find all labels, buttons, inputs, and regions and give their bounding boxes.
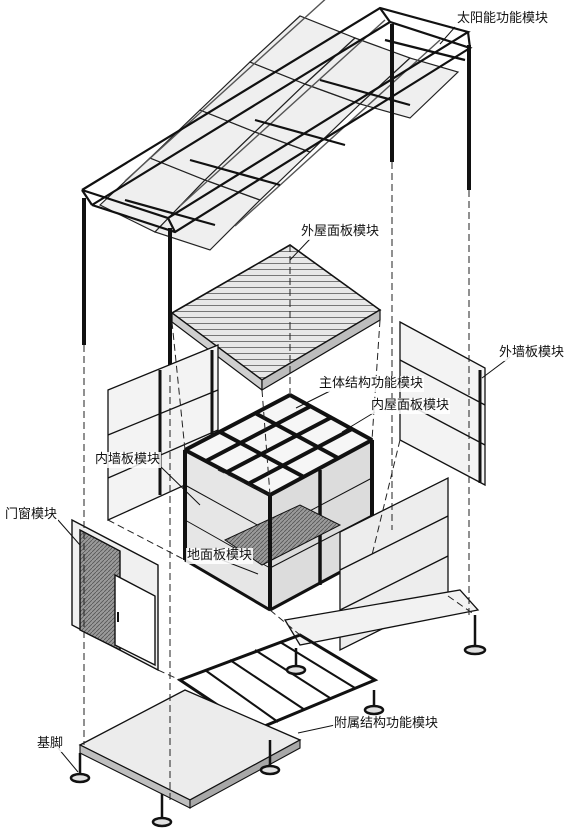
solar-panels	[98, 15, 460, 251]
label-outer-wall-module: 外墙板模块	[498, 345, 566, 361]
label-inner-wall-module: 内墙板模块	[94, 452, 162, 468]
label-floor-panel-module: 地面板模块	[186, 548, 254, 564]
label-outer-roof-module: 外屋面板模块	[300, 224, 381, 240]
solar-function-module	[81, 0, 473, 375]
alignment-dashed-lines	[83, 162, 476, 800]
label-auxiliary-structure-module: 附属结构功能模块	[333, 716, 440, 732]
label-main-structure-module: 主体结构功能模块	[318, 376, 425, 392]
foundation-feet	[69, 615, 487, 828]
inner-roof-grid	[184, 393, 373, 497]
auxiliary-structure-module	[69, 589, 487, 828]
door-window-module	[71, 518, 159, 672]
label-inner-roof-module: 内屋面板模块	[370, 398, 451, 414]
label-door-window-module: 门窗模块	[4, 507, 59, 523]
label-solar-module: 太阳能功能模块	[456, 11, 550, 27]
label-foundation-foot: 基脚	[36, 736, 65, 752]
solar-posts	[82, 24, 471, 375]
